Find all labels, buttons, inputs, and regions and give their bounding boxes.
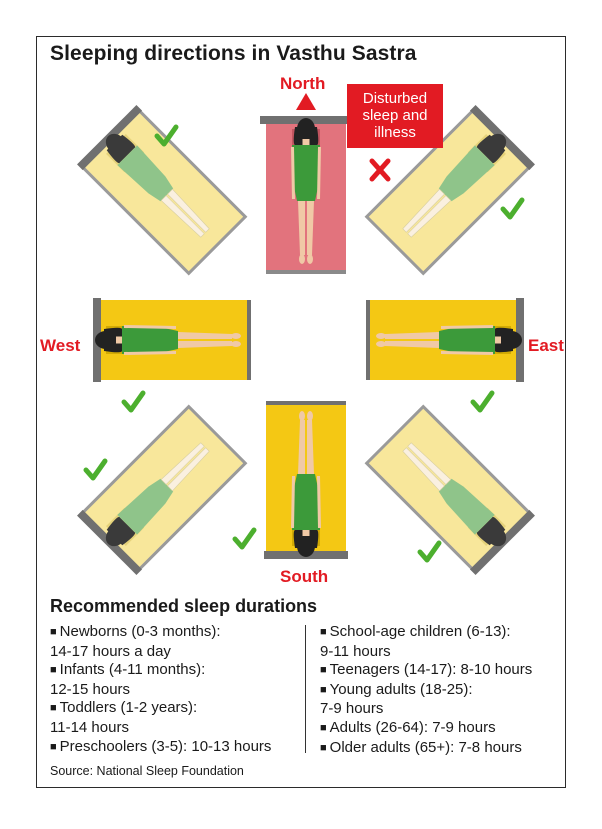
list-item: Toddlers (1-2 years): 11-14 hours [50, 699, 300, 737]
bed-southwest [75, 403, 249, 577]
warning-callout: Disturbed sleep and illness [347, 84, 443, 148]
north-arrow-icon [296, 93, 316, 110]
item-line: School-age children (6-13): [320, 623, 560, 643]
check-icon [470, 390, 495, 413]
source-note: Source: National Sleep Foundation [50, 764, 244, 778]
list-item: Teenagers (14-17): 8-10 hours [320, 661, 560, 681]
column-divider [305, 625, 306, 753]
bed-south [264, 401, 348, 559]
infographic-frame [36, 36, 566, 788]
item-line: 12-15 hours [50, 680, 131, 698]
durations-left-column: Newborns (0-3 months): 14-17 hours a day… [50, 623, 300, 757]
item-line: 11-14 hours [50, 718, 129, 736]
item-line: Older adults (65+): 7-8 hours [320, 739, 560, 759]
item-line: Infants (4-11 months): [50, 661, 300, 681]
item-line: 14-17 hours a day [50, 642, 171, 660]
label-east: East [528, 336, 564, 355]
page-title: Sleeping directions in Vasthu Sastra [50, 42, 417, 65]
label-west: West [40, 336, 81, 355]
bed-north [260, 116, 352, 274]
item-line: Teenagers (14-17): 8-10 hours [320, 661, 560, 681]
check-icon [417, 540, 442, 563]
callout-line: illness [374, 124, 416, 141]
check-icon [121, 390, 146, 413]
cross-icon [369, 158, 391, 182]
list-item: Adults (26-64): 7-9 hours [320, 719, 560, 739]
item-line: Young adults (18-25): [320, 681, 560, 701]
label-north: North [280, 74, 326, 93]
item-line: Adults (26-64): 7-9 hours [320, 719, 560, 739]
callout-line: Disturbed [362, 90, 428, 107]
list-item: Older adults (65+): 7-8 hours [320, 739, 560, 759]
callout-line: sleep and [362, 107, 428, 124]
bed-northwest [75, 103, 249, 277]
check-icon [232, 527, 257, 550]
check-icon [83, 458, 108, 481]
list-item: Infants (4-11 months): 12-15 hours [50, 661, 300, 699]
durations-right-column: School-age children (6-13): 9-11 hours T… [320, 623, 560, 758]
item-line: 7-9 hours [320, 700, 384, 718]
item-line: Preschoolers (3-5): 10-13 hours [50, 738, 300, 758]
list-item: School-age children (6-13): 9-11 hours [320, 623, 560, 661]
item-line: Toddlers (1-2 years): [50, 699, 300, 719]
section-title: Recommended sleep durations [50, 596, 318, 616]
bed-east [366, 298, 524, 382]
label-south: South [280, 567, 329, 586]
bed-diagram [75, 93, 537, 577]
check-icon [500, 197, 525, 220]
list-item: Young adults (18-25): 7-9 hours [320, 681, 560, 719]
bed-west [93, 298, 251, 382]
check-icon [154, 124, 179, 147]
list-item: Preschoolers (3-5): 10-13 hours [50, 738, 300, 758]
list-item: Newborns (0-3 months): 14-17 hours a day [50, 623, 300, 661]
item-line: 9-11 hours [320, 642, 391, 660]
bed-southeast [363, 403, 537, 577]
item-line: Newborns (0-3 months): [50, 623, 300, 643]
